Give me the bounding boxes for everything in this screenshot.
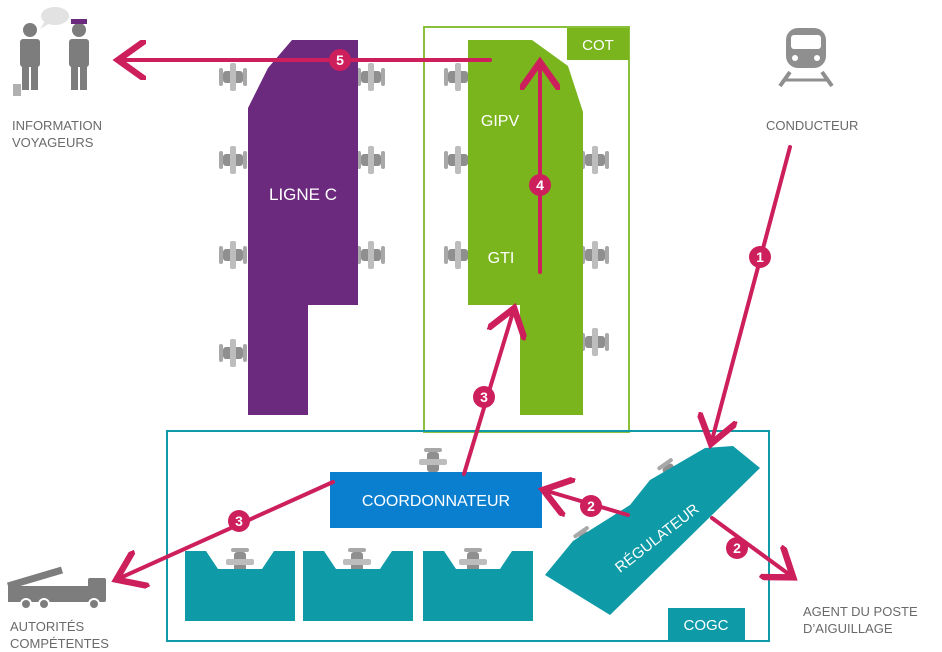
chair-icon [581,241,609,269]
desk-gti-label: GTI [488,250,515,267]
fire-truck-icon [7,566,106,610]
step-badge: 5 [329,49,351,71]
cogc-zone-tag [668,608,745,640]
flow-arrows [120,60,790,578]
cogc-zone [166,430,770,642]
agent-poste-label: AGENT DU POSTE D’AIGUILLAGE [803,604,918,636]
step-badge: 2 [580,495,602,517]
desk-ligne-c [248,40,358,415]
svg-text:1: 1 [756,249,764,265]
cot-zone-label: COT [582,37,614,54]
chair-icon [444,146,472,174]
chair-icon [444,63,472,91]
arrow-1 [712,145,792,440]
svg-text:3: 3 [480,389,488,405]
chair-icon [581,328,609,356]
desk-regulateur [545,446,760,615]
chair-icon [219,339,247,367]
step-badge: 3 [473,386,495,408]
people-speech-icon [13,7,89,96]
step-badge: 4 [529,174,551,196]
desk-coordonnateur-label: COORDONNATEUR [362,493,510,510]
desk-ligne-c-label: LIGNE C [269,185,337,204]
svg-text:5: 5 [336,52,344,68]
chair-icon [444,241,472,269]
svg-text:4: 4 [536,177,544,193]
chair-icon [581,146,609,174]
autorites-label: AUTORITÉS COMPÉTENTES [10,619,109,651]
train-icon [778,28,834,88]
desk-coordonnateur [330,472,542,528]
step-badge: 2 [726,537,748,559]
chair-icon [219,63,247,91]
step-badge: 3 [228,510,250,532]
chair-icon [357,146,385,174]
cot-zone-tag [567,28,629,60]
desk-gipv-label: GIPV [481,113,520,130]
desk-gipv-gti [468,40,583,415]
information-voyageurs-label: INFORMATION VOYAGEURS [12,118,103,150]
chair-icon [219,146,247,174]
chair-icon [219,241,247,269]
cogc-zone-label: COGC [684,617,729,634]
arrow-3-left [120,480,335,578]
svg-text:2: 2 [587,498,595,514]
desk-cogc-1 [185,551,295,621]
arrow-2-right [710,516,790,575]
chair-icon [419,448,447,476]
chair-icon [357,63,385,91]
desk-cogc-2 [303,551,413,621]
chair-icon [357,241,385,269]
desk-cogc-3 [423,551,533,621]
step-badge: 1 [749,246,771,268]
svg-text:3: 3 [235,513,243,529]
conducteur-label: CONDUCTEUR [766,118,859,133]
svg-text:2: 2 [733,540,741,556]
